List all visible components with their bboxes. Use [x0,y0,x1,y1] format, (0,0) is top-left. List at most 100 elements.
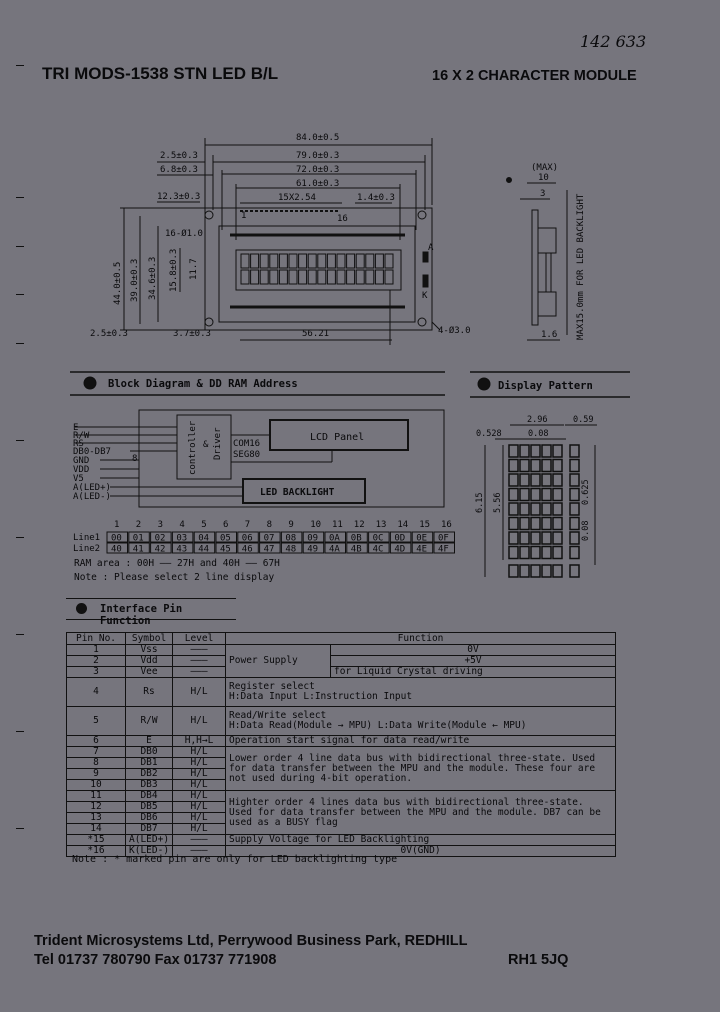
ddram-cell [128,531,150,543]
ddram-line1-address: 02 [155,534,166,544]
cell-text: Symbol [131,632,167,644]
cell-text: DB4 [140,790,158,801]
signal-label: R/W [73,431,90,441]
pattern-dot [541,502,552,516]
ddram-line1-address: 0B [351,534,362,544]
pin-number: *15 [66,834,126,846]
ddram-cell [411,531,434,543]
cell-text: DB6 [140,812,158,823]
com-label: COM16 [233,439,260,449]
display-pattern-heading: Display Pattern [498,380,593,392]
ddram-line2-address: 49 [307,545,318,555]
ddram-cell [215,531,237,543]
signal-label: A(LED-) [73,492,111,502]
lcd-char-cell [269,269,279,285]
cell-text: for Liquid Crystal driving [334,666,483,677]
pin-number: 7 [66,746,126,758]
pattern-dot [530,444,541,458]
ddram-line1-address: 08 [285,534,296,544]
lcd-char-cell [384,269,394,285]
lcd-char-cell [336,269,346,285]
ddram-column-number: 3 [158,520,163,530]
pin-symbol: DB5 [124,801,174,813]
pattern-dot [569,564,580,578]
cell-text: H:Data Input L:Instruction Input [229,691,413,702]
pattern-dot [508,516,519,531]
lcd-char-cell [240,269,250,285]
pattern-dot [541,444,552,458]
ddram-column-number: 15 [419,520,430,530]
cell-text: Vss [140,644,158,655]
margin-tick [16,294,24,295]
ddram-line2-address: 4E [416,545,427,555]
cell-text: 11 [90,790,102,801]
dim-bottom-a: 2.5±0.3 [90,329,128,339]
pin-note: Note : * marked pin are only for LED bac… [72,854,398,865]
cell-text: R/W [140,715,158,726]
pattern-dot [552,444,563,458]
ddram-column-number: 11 [332,520,343,530]
pattern-dim-char-height: 5.56 [493,493,503,513]
lcd-char-cell [240,253,250,269]
mechanical-drawing: 84.0±0.5 79.0±0.3 72.0±0.3 61.0±0.3 15X2… [90,133,586,345]
ddram-line1-address: 07 [264,534,275,544]
pattern-dot [508,458,519,473]
pattern-dot [508,531,519,545]
pin-number: 3 [66,666,126,678]
lcd-char-cell [355,269,365,285]
pin-level: ——— [172,666,227,678]
cell-text: H/L [190,768,208,779]
margin-tick [16,731,24,732]
dim-left-b: 6.8±0.3 [160,165,198,175]
pin-level: H/L [172,779,227,791]
block-diagram-heading: Block Diagram & DD RAM Address [108,378,298,390]
ddram-line1-address: 00 [111,534,122,544]
pattern-dot [552,502,563,516]
pin-symbol: A(LED+) [124,834,174,846]
pattern-dot [519,564,530,578]
ddram-column-number: 7 [245,520,250,530]
lcd-panel-label: LCD Panel [310,432,364,443]
ddram-cell [237,542,259,554]
lcd-char-cell [259,269,269,285]
pin-level: H/L [172,812,227,824]
side-backlight-note: MAX15.0mm FOR LED BACKLIGHT [576,193,586,340]
cell-text: H/L [190,746,208,757]
ddram-line2-address: 4A [329,545,340,555]
pattern-dot [519,487,530,502]
pattern-dim-gap: 0.59 [573,415,593,425]
pin-function: Operation start signal for data read/wri… [225,735,616,747]
ddram-line1-address: 04 [198,534,209,544]
pattern-dim-total-height: 6.15 [475,493,485,513]
ddram-column-number: 10 [310,520,321,530]
cell-text: Power Supply [229,655,298,666]
ddram-column-number: 2 [136,520,141,530]
cell-text: DB1 [140,757,158,768]
pin-number: 5 [66,706,126,736]
lcd-char-cell [355,253,365,269]
ddram-line1-address: 06 [242,534,253,544]
margin-tick [16,343,24,344]
pin-number: 8 [66,757,126,769]
ddram-line2-address: 4D [394,545,405,555]
pin-symbol: Vss [124,644,174,656]
pattern-dim-dot-gap-v: 0.08 [581,521,591,541]
pin-level: H/L [172,677,227,707]
ddram-line2-address: 43 [176,545,187,555]
lcd-char-cell [346,253,356,269]
pin-level: ——— [172,655,227,667]
pattern-dot [530,516,541,531]
ddram-cell [368,531,390,543]
dim-hole-pitch-height: 39.0±0.3 [130,259,140,302]
pattern-dot [569,516,580,531]
higher-bus-function: Highter order 4 lines data bus with bidi… [225,790,616,835]
pattern-dot [569,458,580,473]
pattern-dot [569,487,580,502]
lcd-char-cell [250,253,260,269]
cell-text: 1 [93,644,99,655]
pin-function: Supply Voltage for LED Backlighting [225,834,616,846]
ddram-column-number: 4 [179,520,184,530]
controller-amp: & [203,440,209,450]
lcd-char-cell [374,253,384,269]
